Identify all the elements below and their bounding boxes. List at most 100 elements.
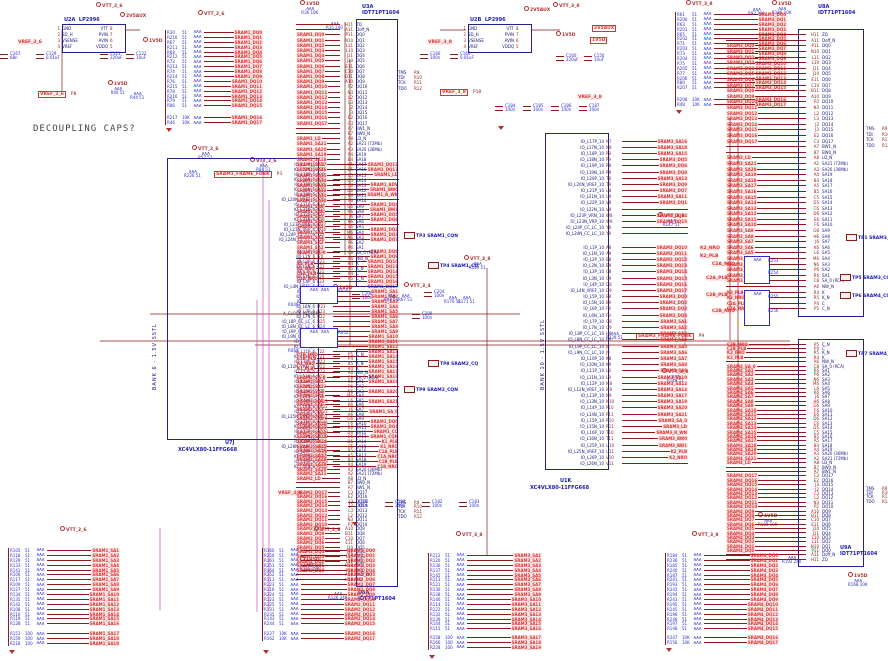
ground-symbol xyxy=(9,650,15,654)
resistor-row: R11351SRAM3_SA6 xyxy=(430,577,542,583)
resistor-row: R159100SRAM1_SA18 xyxy=(10,636,120,642)
resistor-row: R12151SRAM3_SA7 xyxy=(430,582,542,588)
resistor-row: R11251SRAM3_SA1 xyxy=(430,552,542,558)
resistor-row: R13651SRAM3_SA3 xyxy=(430,562,542,568)
resistor-row: R11451SRAM3_SA11 xyxy=(430,601,542,607)
pull-resistor: R44 51 xyxy=(130,92,144,100)
termination-array-sram2-dq: R16051SRAM2_DQ0R25051SRAM2_DQ1R16151SRAM… xyxy=(262,547,376,642)
net-label: K2_NRO xyxy=(700,246,720,251)
resistor-row: R22710KSRAM2_DQ16 xyxy=(264,631,376,637)
bank-label: BANK 10 - 1.5V SSTL xyxy=(540,319,546,390)
resistor-row: R13951SRAM3_SA14 xyxy=(430,616,542,622)
sram-body xyxy=(798,339,864,567)
net-label: C2A_NRO xyxy=(712,262,736,267)
resistor-row: R20810KSRAM3_DQ16 xyxy=(677,97,787,103)
resistor-row: R24051SRAM4_DQ3 xyxy=(667,567,779,573)
resistor-row: R25151SRAM2_DQ3 xyxy=(264,562,376,568)
resistor-row: R7351SRAM3_DQ8 xyxy=(677,51,787,57)
resistor-row: R20451SRAM3_DQ9 xyxy=(677,55,787,61)
resistor-row: R14251SRAM1_SA12 xyxy=(10,601,120,607)
resistor-row: R21251SRAM1_DQ5 xyxy=(167,54,263,60)
resistor-row: R7151SRAM3_DQ6 xyxy=(677,41,787,47)
test-point: TP8 SRAM2_CQ xyxy=(428,360,478,367)
resistor-row: R6151SRAM3_DQ0 xyxy=(677,11,787,17)
resistor-row: R18751SRAM4_DQ4 xyxy=(667,572,779,578)
resistor-row: R11851SRAM1_SA2 xyxy=(10,552,120,558)
resistor-row: R21551SRAM1_DQ11 xyxy=(167,83,263,89)
resistor-row: R10951SRAM1_SA8 xyxy=(10,582,120,588)
resistor-network-refdes: R253 xyxy=(768,258,779,263)
test-point: TP4 SRAM1_CQ xyxy=(428,262,478,269)
resistor-row: R12051SRAM3_SA2 xyxy=(430,557,542,563)
